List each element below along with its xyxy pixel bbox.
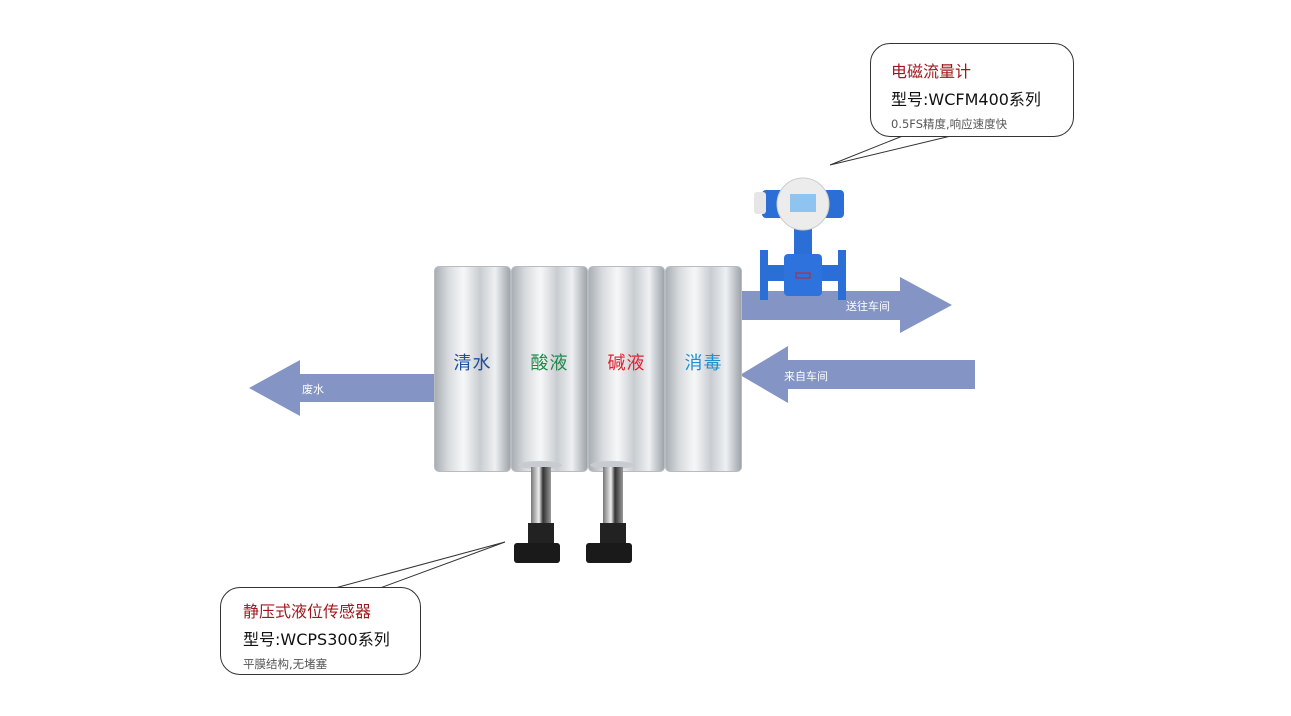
from-workshop-label: 来自车间 [784,370,828,383]
tank-label: 酸液 [530,353,569,374]
from-workshop-arrow [740,346,975,403]
flowmeter-title: 电磁流量计 [891,62,972,81]
flowmeter-callout-tail [829,134,956,166]
tank-label: 清水 [453,353,492,374]
level-sensor-icon [514,461,562,563]
level-sensor-icon [586,461,634,563]
sensor-callout: 静压式液位传感器 型号:WCPS300系列 平膜结构,无堵塞 [220,587,421,675]
tank-label: 消毒 [684,353,723,374]
sensor-desc: 平膜结构,无堵塞 [243,657,328,671]
tank-disinfect: 消毒 [665,266,742,472]
level-sensor-icons [514,461,634,563]
flowmeter-callout: 电磁流量计 型号:WCFM400系列 0.5FS精度,响应速度快 [870,43,1074,137]
tank-alkali: 碱液 [588,266,665,472]
tank-water: 清水 [434,266,511,472]
sensor-model: 型号:WCPS300系列 [243,630,390,649]
tank-acid: 酸液 [511,266,588,472]
flowmeter-icon [754,177,846,300]
waste-label: 废水 [302,383,324,396]
flowmeter-model: 型号:WCFM400系列 [891,90,1041,109]
tank-label: 碱液 [607,353,646,374]
sensor-callout-tail [334,541,506,589]
flowmeter-desc: 0.5FS精度,响应速度快 [891,117,1008,131]
waste-arrow [249,360,434,416]
sensor-title: 静压式液位传感器 [243,602,372,621]
to-workshop-label: 送往车间 [846,300,890,313]
